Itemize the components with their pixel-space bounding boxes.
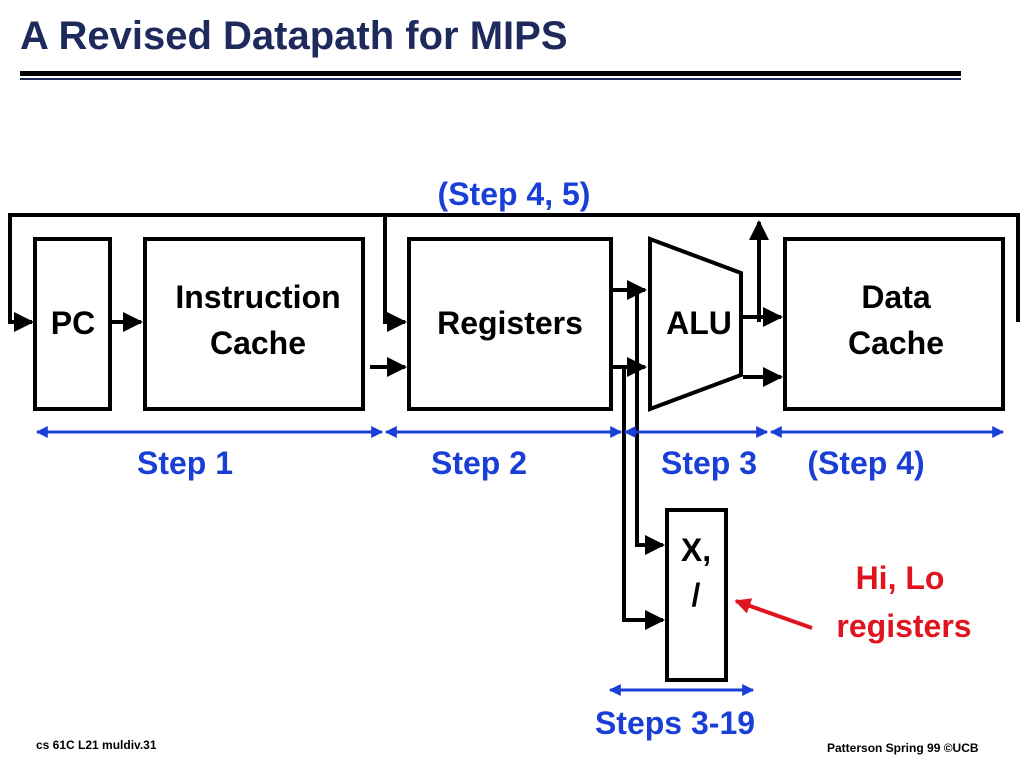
alu-label: ALU xyxy=(666,305,732,341)
reg-to-muldiv-a-wire xyxy=(635,290,665,555)
pc-label: PC xyxy=(51,305,95,341)
registers-block xyxy=(407,237,613,411)
feedback-step-label: (Step 4, 5) xyxy=(438,176,591,212)
registers-label: Registers xyxy=(437,305,583,341)
hilo-label-line1: Hi, Lo xyxy=(856,560,945,596)
footer-course: cs 61C L21 muldiv.31 xyxy=(36,738,157,752)
instruction-cache-block xyxy=(143,237,365,411)
muldiv-label-line1: X, xyxy=(681,532,711,568)
title-rule-thin xyxy=(20,78,961,80)
instruction-cache-label-line1: Instruction xyxy=(175,279,340,315)
pc-block xyxy=(33,237,112,411)
data-cache-label-line2: Cache xyxy=(848,325,944,361)
title-rule xyxy=(20,71,961,76)
alu-block xyxy=(648,236,743,412)
step2-label: Step 2 xyxy=(431,445,527,481)
reg-to-muldiv-b-wire xyxy=(622,367,665,630)
hilo-callout-arrow xyxy=(734,598,813,630)
instruction-cache-label-line2: Cache xyxy=(210,325,306,361)
slide-title: A Revised Datapath for MIPS xyxy=(20,14,568,58)
hilo-label-line2: registers xyxy=(836,608,971,644)
step1-label: Step 1 xyxy=(137,445,233,481)
feedback-tap-wire xyxy=(383,215,407,332)
muldiv-block xyxy=(665,508,728,682)
muldiv-label-line2: / xyxy=(692,577,701,613)
data-cache-block xyxy=(783,237,1005,411)
footer-copyright: Patterson Spring 99 ©UCB xyxy=(827,741,979,755)
step3-label: Step 3 xyxy=(661,445,757,481)
data-cache-label-line1: Data xyxy=(861,279,931,315)
muldiv-steps-label: Steps 3-19 xyxy=(595,705,755,741)
feedback-wire xyxy=(8,213,1020,332)
step4-label: (Step 4) xyxy=(807,445,924,481)
